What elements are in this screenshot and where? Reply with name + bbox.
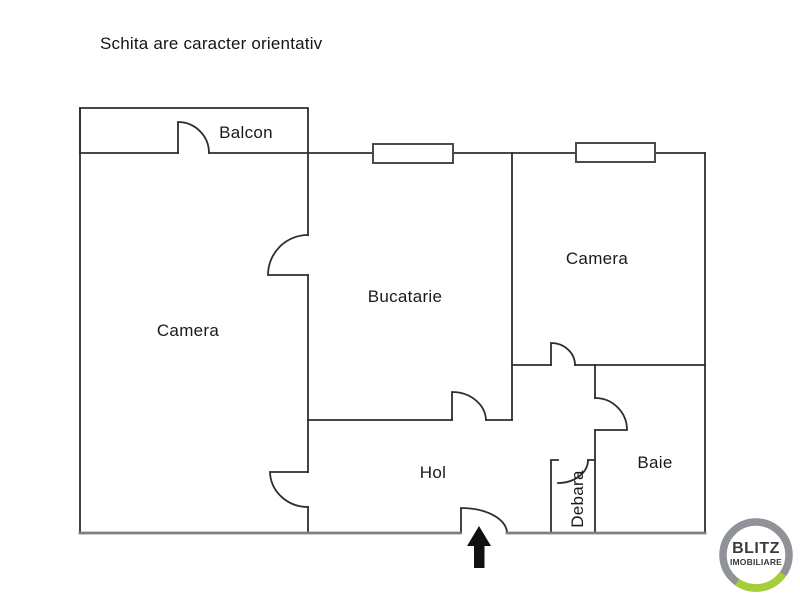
label-hol: Hol (420, 463, 446, 482)
door-balcon (177, 121, 210, 154)
door-camera-right (550, 342, 576, 366)
windows (372, 142, 656, 164)
door-camera-left-bottom (269, 471, 309, 508)
walls (79, 107, 706, 534)
label-debara: Debara (568, 470, 587, 528)
label-bucatarie: Bucatarie (368, 287, 443, 306)
window-camera-right (575, 142, 656, 163)
wall-debara (550, 459, 596, 534)
label-balcon: Balcon (219, 123, 273, 142)
door-camera-left-top (267, 234, 309, 276)
logo-text-line2: IMOBILIARE (730, 557, 782, 567)
label-baie: Baie (637, 453, 672, 472)
door-baie (594, 397, 628, 431)
logo-ring-accent (734, 571, 787, 592)
agency-logo: BLITZ IMOBILIARE (719, 518, 793, 592)
door-bucatarie (451, 391, 487, 421)
door-debara (557, 459, 589, 484)
logo-text-line1: BLITZ (732, 540, 780, 557)
label-camera-right: Camera (566, 249, 629, 268)
window-bucatarie (372, 143, 454, 164)
disclaimer-note: Schita are caracter orientativ (100, 34, 323, 53)
label-camera-left: Camera (157, 321, 220, 340)
wall-balcony-outline (79, 107, 309, 154)
door-entrance (460, 507, 508, 534)
entrance-arrow-icon (467, 526, 491, 568)
